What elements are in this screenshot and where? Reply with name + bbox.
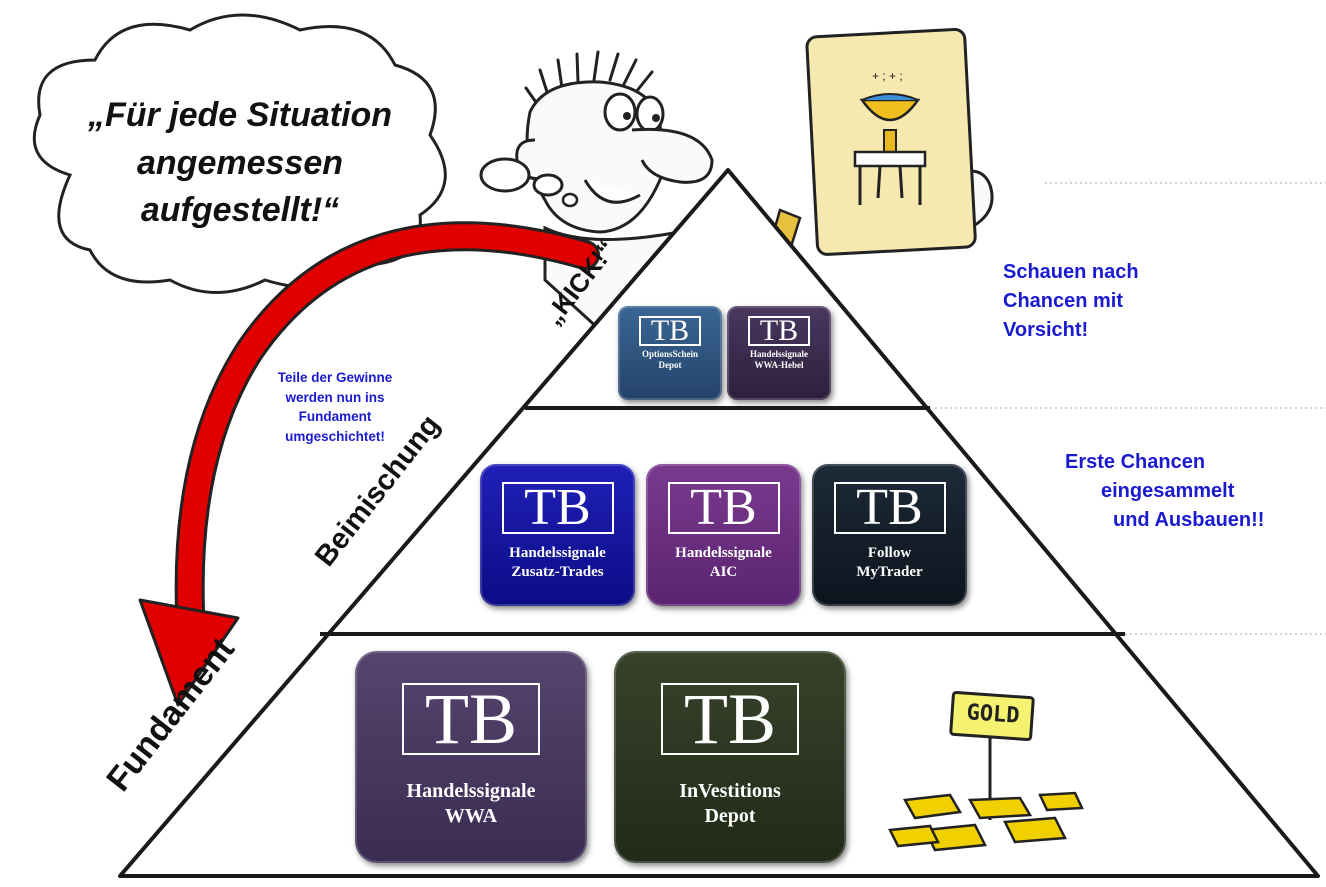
tb-box-optionsschein-depot[interactable]: TB OptionsSchein Depot	[618, 306, 722, 400]
tb-logo-icon: TB	[667, 482, 780, 534]
box-line-2: Depot	[704, 805, 756, 827]
side-note-top-line-3: Vorsicht!	[1003, 319, 1089, 341]
tb-logo-icon: TB	[501, 482, 614, 534]
thought-bubble-text: „Für jede Situation angemessen aufgestel…	[50, 92, 430, 235]
tb-logo-icon: TB	[661, 683, 799, 755]
side-note-middle: Erste Chancen eingesammelt und Ausbauen!…	[1065, 448, 1264, 535]
arrow-note-line-1: Teile der Gewinne	[277, 370, 393, 385]
tb-box-handelssignale-zusatz-trades[interactable]: TB Handelssignale Zusatz-Trades	[480, 464, 635, 606]
tb-logo-icon: TB	[402, 683, 540, 755]
box-line-1: Handelssignale	[675, 545, 772, 561]
tb-box-follow-mytrader[interactable]: TB Follow MyTrader	[812, 464, 967, 606]
box-line-2: WWA	[444, 805, 498, 827]
box-line-2: MyTrader	[856, 563, 923, 580]
box-line-1: Handelssignale	[509, 545, 606, 561]
arrow-note-line-3: Fundament	[298, 409, 372, 425]
tb-logo-icon: TB	[748, 316, 810, 346]
tb-box-handelssignale-wwa[interactable]: TB Handelssignale WWA	[355, 651, 587, 863]
side-note-top-line-1: Schauen nach	[1003, 261, 1139, 283]
arrow-note-line-2: werden nun ins	[285, 389, 385, 405]
box-line-2: Depot	[658, 360, 682, 371]
box-line-1: Handelssignale	[749, 349, 808, 359]
gold-sign-label: GOLD	[965, 700, 1021, 729]
grail-picture-card: + ; + ;	[805, 27, 977, 256]
side-note-middle-line-2: eingesammelt	[1101, 480, 1235, 502]
box-line-1: Handelssignale	[406, 780, 536, 802]
redistribution-arrow	[138, 221, 600, 707]
box-line-2: WWA-Hebel	[754, 360, 804, 371]
box-line-2: Zusatz-Trades	[511, 563, 604, 580]
side-note-top-line-2: Chancen mit	[1003, 290, 1124, 312]
svg-text:+ ; + ;: + ; + ;	[872, 69, 903, 83]
side-note-middle-line-3: und Ausbauen!!	[1113, 509, 1265, 531]
tb-box-handelssignale-aic[interactable]: TB Handelssignale AIC	[646, 464, 801, 606]
gold-bars-illustration	[888, 690, 1084, 852]
box-line-1: InVestitions	[679, 780, 781, 802]
box-line-2: AIC	[709, 563, 738, 580]
side-note-middle-line-1: Erste Chancen	[1065, 451, 1206, 473]
box-line-1: Follow	[867, 545, 912, 561]
thought-line-2: angemessen	[137, 143, 343, 182]
side-note-top: Schauen nach Chancen mit Vorsicht!	[1003, 258, 1139, 345]
tb-logo-icon: TB	[833, 482, 946, 534]
tb-box-investitions-depot[interactable]: TB InVestitions Depot	[614, 651, 846, 863]
arrow-note-line-4: umgeschichtet!	[285, 428, 385, 444]
thought-line-1: „Für jede Situation	[87, 96, 393, 134]
box-line-1: OptionsSchein	[641, 349, 699, 359]
tb-box-handelssignale-wwa-hebel[interactable]: TB Handelssignale WWA-Hebel	[727, 306, 831, 400]
thought-line-3: aufgestellt!“	[140, 191, 340, 230]
thought-bubble	[32, 13, 579, 294]
tb-logo-icon: TB	[639, 316, 701, 346]
arrow-note: Teile der Gewinne werden nun ins Fundame…	[250, 368, 420, 446]
